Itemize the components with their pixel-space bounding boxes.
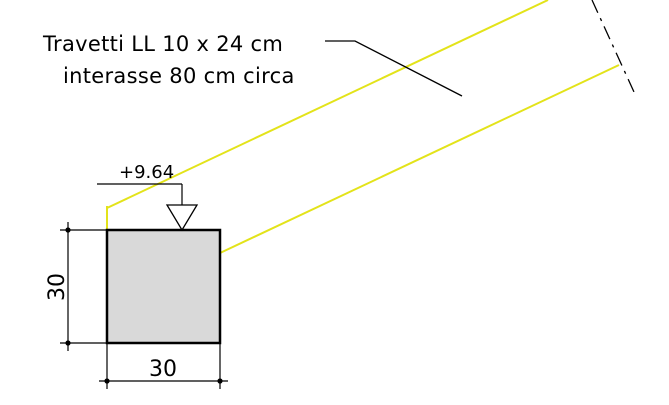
height-dimension: 30 — [45, 222, 107, 351]
width-tick-right — [217, 378, 223, 384]
width-dimension: 30 — [99, 343, 228, 389]
annotation-leader — [325, 40, 463, 97]
width-tick-left — [104, 378, 110, 384]
concrete-section — [105, 228, 222, 345]
beam-top-edge — [106, 0, 549, 209]
height-dimension-label: 30 — [45, 273, 70, 301]
beam-bottom-edge — [219, 64, 620, 254]
height-tick-top — [65, 227, 71, 233]
elevation-label: +9.64 — [119, 162, 174, 183]
break-line — [591, 0, 635, 93]
beam-outline — [106, 0, 620, 254]
annotation-line-2: interasse 80 cm circa — [63, 64, 295, 88]
height-tick-bottom — [65, 340, 71, 346]
elevation-triangle-icon — [165, 204, 199, 232]
width-dimension-label: 30 — [149, 357, 177, 382]
annotation-line-1: Travetti LL 10 x 24 cm — [42, 32, 283, 56]
elevation-marker: +9.64 — [97, 162, 199, 232]
